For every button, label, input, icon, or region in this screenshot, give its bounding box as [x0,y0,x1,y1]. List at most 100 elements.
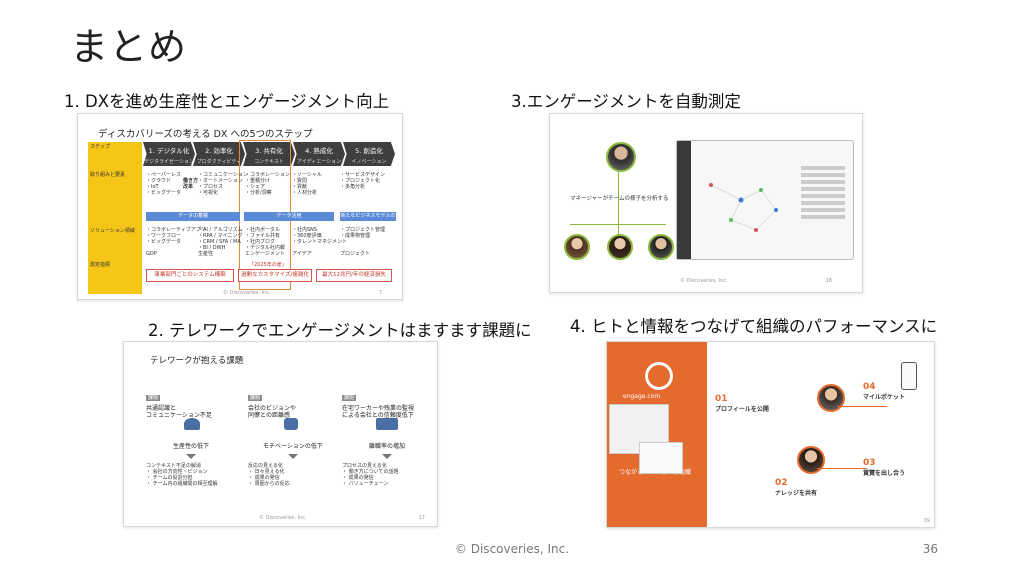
element-2: ・コミュニケーション ・オートメーション ・プロセス ・可視化 [198,172,248,196]
section-2-heading: 2. テレワークでエンゲージメントはますます課題に [148,321,532,340]
row-head-step: ステップ [88,142,142,170]
person-photo-2 [797,446,825,474]
brand-name: engage.com [623,393,661,400]
row-head-elements: 取り組みと要素 [88,170,142,226]
red-item-2: 過剰なカスタマイズ/複雑化 [238,269,312,282]
arrow-down-icon [382,454,392,459]
thumb1-page: 7 [378,290,382,296]
member-photo-2 [607,234,633,260]
engage-product-slide-thumbnail: engage.com つながる人、つながる組織 01 プロフィールを公開 02 … [606,341,935,528]
red-item-3: 最大12兆円/年の経済損失 [316,269,392,282]
issue-column-1: 課題 共通認識と コミュニケーション不足 生産性の低下 コンテキスト不足の解消 … [146,384,236,487]
person-photo-1 [817,384,845,412]
telework-issues-slide-thumbnail: テレワークが抱える課題 課題 共通認識と コミュニケーション不足 生産性の低下 … [123,341,438,527]
item-04-title: マイルポケット [863,394,906,401]
issue-detail-1: コンテキスト不足の解消 ・ 会社の方向性・ビジョン ・ チームの役割分担 ・ チ… [146,463,218,487]
issue-text-3: 在宅ワーカーや残業の監視 による会社との信頼度低下 [342,405,415,419]
metric-1: GDP [146,251,157,257]
element-4: ・ソーシャル ・質問 ・貢献 ・人材分析 [292,172,322,196]
logo-icon [645,362,673,390]
thumb3-page: 18 [825,278,832,284]
dashboard-network-graph [701,165,791,245]
step-5: 5. 創造化イノベーション [343,142,395,166]
device-screens-2 [639,442,683,474]
solution-5: ・プロジェクト管理 ・成果物管理 [340,227,386,239]
member-photo-3 [648,234,674,260]
thumb4-page: 39 [923,518,930,524]
red-item-1: 事業部門ごとのシステム構築 [146,269,234,282]
connector-h [570,224,666,225]
issue-column-3: 課題 在宅ワーカーや残業の監視 による会社との信頼度低下 離職率の増加 プロセス… [342,384,432,487]
office-icon [376,418,398,430]
metric-2: 生産性 [198,251,214,257]
member-photo-1 [564,234,590,260]
element-5: ・サービスデザイン ・プロジェクト化 ・多角分析 [340,172,386,190]
orange-line-2 [817,468,867,469]
step-3: 3. 共有化コンテキスト [243,142,295,166]
thumb1-copyright: © Discoveries, Inc. [223,290,271,296]
issue-result-2: モチベーションの低下 [263,443,323,450]
thumb2-copyright: © Discoveries, Inc. [259,515,307,521]
item-02-num: 02 [775,478,788,488]
dashboard-ranking-list [801,163,845,249]
manager-photo [606,142,636,172]
item-04-num: 04 [863,382,876,392]
item-02-title: ナレッジを共有 [775,490,818,497]
arrow-down-icon [186,454,196,459]
item-03-title: 賞賛を出し合う [863,470,906,477]
item-01-title: プロフィールを公開 [715,406,769,413]
issue-text-1: 共通認識と コミュニケーション不足 [146,405,212,419]
element-3: ・コラボレーション ・重積分け ・シェア ・分析/洞察 [245,172,290,196]
bar-data-utilization: データ活用 [244,212,334,221]
element-1: ・ペーパーレス ・クラウド ・IoT ・ビッグデータ [146,172,182,196]
metric-5: プロジェクト [340,251,371,257]
cliff-2025-label: 「2025年の崖」 [249,262,287,268]
thumb3-caption: マネージャーがチームの様子を分析する [570,196,669,202]
section-1-heading: 1. DXを進め生産性とエンゲージメント向上 [64,92,390,111]
bar-new-business: 新たなビジネスモデルの創出 [340,212,396,228]
issue-detail-2: 反応の見える化 ・ 日々見える化 ・ 成果の発信 ・ 周囲からの反応 [248,463,290,487]
item-01-num: 01 [715,394,728,404]
thumb2-page: 17 [418,515,425,521]
solution-1: ・コラボレーティブアプリ ・ワークフロー ・ビッグデータ [146,227,206,245]
section-4-heading: 4. ヒトと情報をつなげて組織のパフォーマンスに [570,317,938,336]
step-1: 1. デジタル化デジタライゼーション [143,142,195,166]
metric-4: アイデア [292,251,312,257]
dx-steps-slide-thumbnail: ディスカバリーズの考える DX への5つのステップ ステップ 取り組みと要素 ソ… [77,113,403,300]
smartphone-icon [901,362,917,390]
heart-icon [284,418,298,430]
solution-4: ・社内SNS ・360度評価 ・タレントマネジメント [292,227,348,245]
dashboard-sidebar [677,141,691,259]
orange-line [837,406,887,407]
issue-text-2: 会社のビジョンや 同僚との距離感 [248,405,297,419]
issue-column-2: 課題 会社のビジョンや 同僚との距離感 モチベーションの低下 反応の見える化 ・… [248,384,338,487]
metric-3: エンゲージメント [245,251,285,257]
issue-tag-3: 課題 [342,395,357,401]
issue-tag-2: 課題 [248,395,263,401]
step-4: 4. 熟成化アイディエーション [293,142,345,166]
solution-2: ・AI / アルゴリズム ・RPA / マイニング ・CRM / SFA / M… [198,227,243,251]
row-head-solutions: ソリューション領域 [88,226,142,260]
item-03-num: 03 [863,458,876,468]
footer-copyright: © Discoveries, Inc. [454,542,570,556]
issue-result-1: 生産性の低下 [172,443,209,450]
section-3-heading: 3.エンゲージメントを自動測定 [511,92,741,111]
bar-data-accumulation: データの蓄積 [146,212,240,221]
thumb1-title: ディスカバリーズの考える DX への5つのステップ [98,129,313,140]
engagement-measurement-slide-thumbnail: マネージャーがチームの様子を分析する [549,113,863,293]
thumb3-copyright: © Discoveries, Inc. [680,278,728,284]
row-head-metrics: 測定指標 [88,260,142,294]
issue-detail-3: プロセスの見える化 ・ 働き方についての話題 ・ 成果の発信 ・ バリューチェー… [342,463,399,487]
issue-result-3: 離職率の増加 [368,443,405,450]
issue-tag-1: 課題 [146,395,161,401]
page-number: 36 [922,542,938,556]
arrow-down-icon [288,454,298,459]
people-icon [184,418,200,430]
solution-3: ・社内ポータル ・ファイル共有 ・社内ブログ ・デジタル社内報 [245,227,285,251]
slide-title: まとめ [70,25,188,69]
thumb2-title: テレワークが抱える課題 [150,356,244,366]
connector-line [618,170,619,250]
step-2: 2. 効率化プロダクティビティ [193,142,245,166]
effect-label: 働き方 改革 [183,178,199,190]
dashboard-screen [676,140,854,260]
